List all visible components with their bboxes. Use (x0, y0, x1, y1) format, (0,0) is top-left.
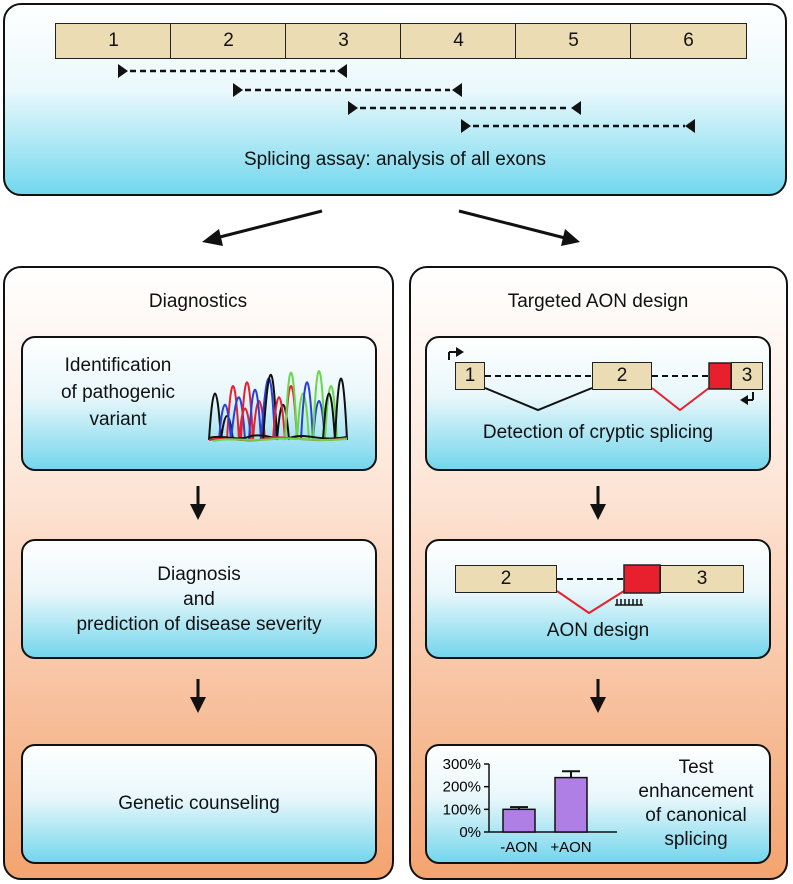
down-arrow-icon (190, 697, 206, 713)
down-arrow-icon (590, 504, 606, 520)
exon-3: 3 (285, 23, 402, 59)
aon-design-panel: Targeted AON design 1 2 3 Detection of c… (409, 266, 788, 880)
genetic-counseling-label: Genetic counseling (118, 793, 280, 814)
reverse-primer-arrow (740, 395, 748, 405)
diagnosis-line-3: prediction of disease severity (76, 614, 322, 635)
diagnosis-line-1: Diagnosis (157, 564, 241, 585)
cryptic-exon-segment (623, 564, 661, 594)
test-line-2: enhancement (638, 781, 754, 802)
splicing-assay-panel: 1 2 3 4 5 6 Splicing assay: analysis of … (3, 3, 787, 196)
left-flow-arrows (190, 486, 206, 713)
exon-5: 5 (515, 23, 632, 59)
primer-pairs (118, 64, 695, 133)
test-line-3: of canonical (645, 805, 747, 826)
exon-1: 1 (55, 23, 172, 59)
identification-line-2: of pathogenic (60, 382, 176, 403)
cryptic-splicing-diagram (448, 347, 754, 412)
forward-primer-arrow (233, 83, 243, 97)
y-tick-label: 200% (443, 779, 481, 796)
x-tick-label: +AON (550, 839, 591, 856)
aon-bar-chart: 0% 100% 200% 300% -AON +AON (443, 756, 617, 856)
identification-line-1: Identification (64, 355, 172, 376)
diagnostics-title: Diagnostics (148, 291, 248, 312)
right-flow-arrows (590, 486, 606, 713)
y-tick-label: 0% (459, 824, 481, 841)
cryptic-splice-line (556, 590, 625, 615)
diagnosis-line-2: and (183, 589, 215, 610)
identification-box: Identification of pathogenic variant (21, 336, 377, 471)
exon-3: 3 (731, 362, 763, 390)
y-tick-label: 300% (443, 756, 481, 773)
bar (554, 776, 588, 833)
diagnosis-box: Diagnosis and prediction of disease seve… (21, 539, 377, 659)
aon-panel-title: Targeted AON design (507, 291, 689, 312)
reverse-primer-arrow (685, 119, 695, 133)
exon-6: 6 (630, 23, 747, 59)
aon-design-box: 2 3 AON design (425, 539, 771, 659)
splicing-assay-caption: Splicing assay: analysis of all exons (243, 149, 547, 170)
canonical-splicing-test-box: 0%100%200%300%-AON+AON Test enhancement … (425, 744, 771, 864)
reverse-primer-arrow (571, 101, 581, 115)
cryptic-splice-line (651, 387, 710, 412)
test-line-4: splicing (664, 829, 728, 850)
chromatogram-image (208, 370, 348, 442)
exon-3: 3 (660, 565, 744, 593)
forward-primer-arrow (118, 64, 128, 78)
forward-primer-arrow (348, 101, 358, 115)
down-arrow-icon (190, 504, 206, 520)
aon-oligo-icon (615, 599, 643, 606)
test-line-1: Test (678, 757, 714, 778)
genetic-counseling-box: Genetic counseling (21, 744, 377, 864)
bar (502, 808, 536, 833)
exon-2: 2 (592, 362, 652, 390)
forward-primer-arrow (461, 119, 471, 133)
identification-line-3: variant (89, 409, 147, 430)
x-tick-label: -AON (500, 839, 538, 856)
down-arrow-icon (590, 697, 606, 713)
reverse-primer-arrow (337, 64, 347, 78)
arrow-to-diagnostics (215, 209, 323, 240)
canonical-splice-line (484, 387, 593, 412)
aon-design-diagram (556, 564, 661, 615)
arrow-to-aon-design (458, 209, 566, 240)
aon-design-caption: AON design (546, 620, 650, 641)
y-tick-label: 100% (443, 801, 481, 818)
reverse-primer-arrow (452, 83, 462, 97)
cryptic-splicing-box: 1 2 3 Detection of cryptic splicing (425, 336, 771, 471)
arrow-head-icon (202, 229, 223, 246)
exon-2: 2 (455, 565, 557, 593)
cryptic-splicing-caption: Detection of cryptic splicing (482, 422, 714, 443)
diagnostics-panel: Diagnostics Identification of pathogenic… (3, 266, 394, 880)
forward-primer-arrow (456, 347, 464, 357)
exon-1: 1 (455, 362, 485, 390)
arrow-head-icon (561, 229, 580, 246)
